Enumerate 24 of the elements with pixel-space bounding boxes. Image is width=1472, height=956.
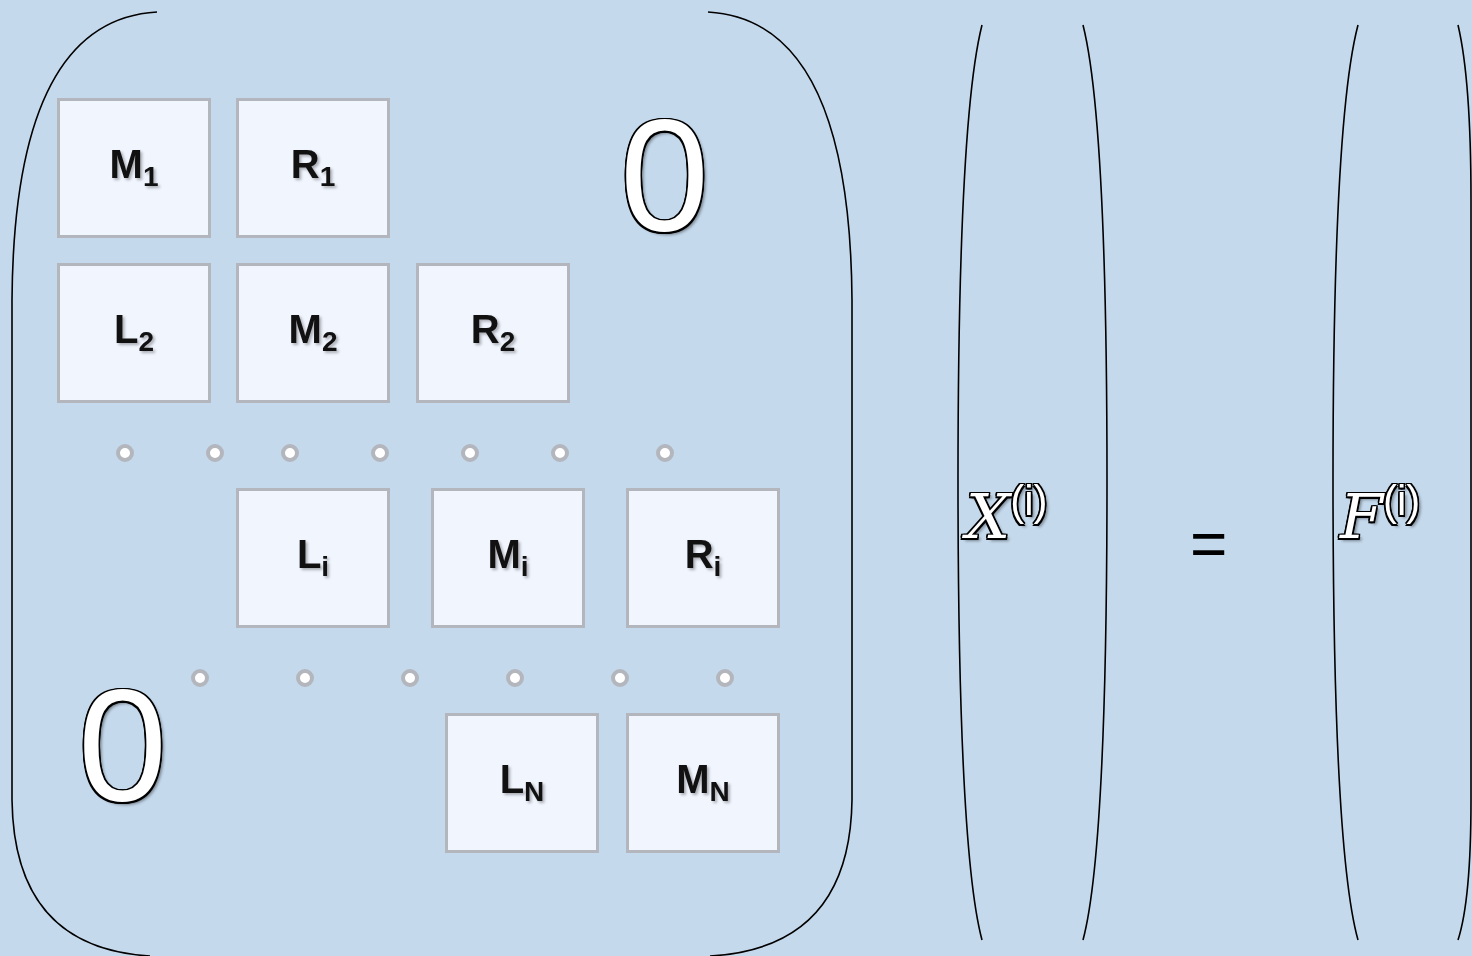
matrix-block xyxy=(416,263,570,403)
matrix-block xyxy=(431,488,585,628)
matrix-block xyxy=(626,713,780,853)
block-label: R$_{i}$ xyxy=(684,532,722,584)
block-label: M$_{i}$ xyxy=(487,532,529,584)
block-label: R$_{2}$ xyxy=(470,307,516,359)
matrix-block xyxy=(57,98,211,238)
block-label: L$_{2}$ xyxy=(114,307,154,359)
zero-label: 0 xyxy=(78,665,167,825)
equals-sign: = xyxy=(1190,512,1228,576)
block-label: L$_{N}$ xyxy=(499,757,545,809)
block-label: R$_{1}$ xyxy=(290,142,336,194)
matrix-block xyxy=(445,713,599,853)
matrix-block xyxy=(626,488,780,628)
block-label: M$_{2}$ xyxy=(288,307,338,359)
matrix-block xyxy=(236,98,390,238)
block-label: M$_{N}$ xyxy=(676,757,730,809)
zero-label: 0 xyxy=(620,95,709,255)
matrix-block xyxy=(57,263,211,403)
vector-label: F$^{(i)}$ xyxy=(1340,480,1421,549)
block-label: L$_{i}$ xyxy=(296,532,330,584)
block-label: M$_{1}$ xyxy=(109,142,159,194)
matrix-block xyxy=(236,488,390,628)
matrix-block xyxy=(236,263,390,403)
